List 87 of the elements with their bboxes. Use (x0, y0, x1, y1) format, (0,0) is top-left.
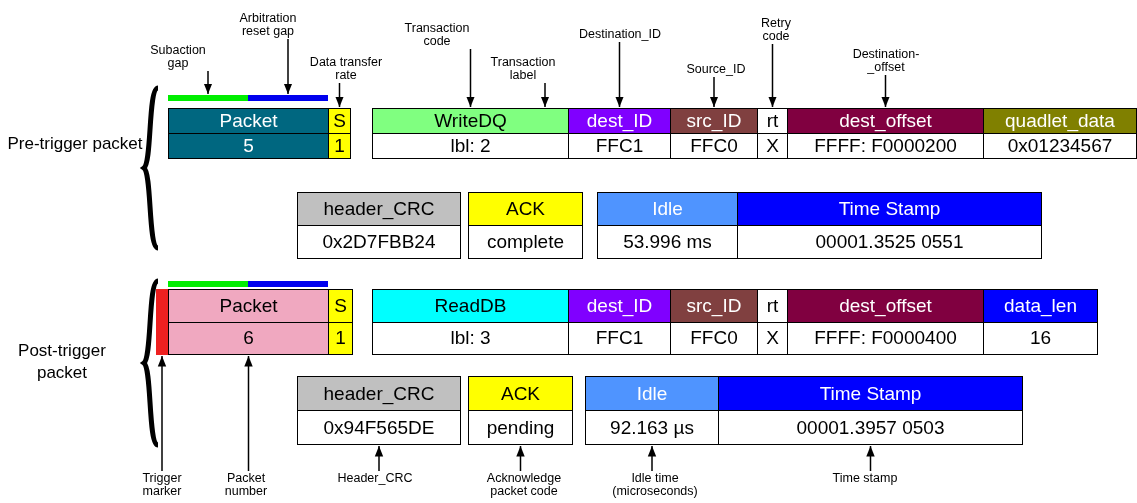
leader-line (283, 38, 293, 95)
packet-field (787, 289, 984, 355)
leader-line (540, 82, 550, 108)
group-label: Post-trigger packet (17, 340, 107, 384)
packet-field (372, 289, 569, 355)
callout-label: Idle time (microseconds) (605, 472, 705, 498)
field-name: quadlet_data (984, 109, 1136, 134)
leader-line (374, 445, 384, 472)
field-name: Packet (169, 109, 328, 134)
packet-field (168, 108, 329, 159)
leader-line (244, 355, 253, 472)
callout-label: Destination- _offset (836, 48, 936, 74)
callout-label: Time stamp (820, 472, 910, 485)
packet-field (468, 376, 573, 445)
marker-bar (156, 289, 168, 355)
field-name: dest_ID (569, 290, 670, 323)
packet-field (670, 289, 758, 355)
packet-field (670, 108, 758, 159)
field-value: 5 (169, 134, 328, 158)
marker-bar (168, 95, 248, 101)
field-name: header_CRC (298, 377, 460, 411)
field-name: dest_offset (788, 290, 983, 323)
packet-field (757, 108, 788, 159)
leader-line (203, 70, 213, 95)
leader-line (866, 445, 875, 472)
callout-label: Header_CRC (330, 472, 420, 485)
packet-field (983, 289, 1098, 355)
packet-field (757, 289, 788, 355)
field-name: ACK (469, 377, 572, 411)
field-name: Idle (586, 377, 718, 411)
field-name: ACK (469, 193, 582, 226)
field-value: 1 (329, 134, 350, 158)
group-label: Pre-trigger packet (6, 133, 144, 155)
callout-label: Destination_ID (565, 28, 675, 41)
field-name: WriteDQ (373, 109, 568, 134)
callout-label: Retry code (751, 17, 801, 43)
packet-field (297, 192, 461, 259)
packet-field (718, 376, 1023, 445)
callout-label: Subaction gap (149, 44, 207, 70)
packet-field (372, 108, 569, 159)
field-name: ReadDB (373, 290, 568, 323)
leader-line (516, 445, 525, 472)
packet-field (983, 108, 1137, 159)
marker-bar (168, 281, 248, 287)
field-name: dest_offset (788, 109, 983, 134)
leader-line (881, 74, 890, 108)
packet-field (597, 192, 738, 259)
packet-field (568, 289, 671, 355)
packet-field (787, 108, 984, 159)
field-name: Time Stamp (719, 377, 1022, 411)
field-name: Packet (169, 290, 328, 323)
callout-label: Source_ID (676, 63, 756, 76)
field-name: S (329, 109, 350, 134)
callout-label: Trigger marker (132, 472, 192, 498)
callout-label: Transaction label (487, 56, 559, 82)
packet-field (737, 192, 1042, 259)
field-name: header_CRC (298, 193, 460, 226)
callout-label: Packet number (216, 472, 276, 498)
packet-field (568, 108, 671, 159)
field-name: Idle (598, 193, 737, 226)
packet-field (328, 108, 351, 159)
packet-field (168, 289, 329, 355)
callout-label: Data transfer rate (298, 56, 394, 82)
field-value: 1 (329, 322, 352, 354)
field-value: 6 (169, 322, 328, 354)
callout-label: Acknowledge packet code (474, 472, 574, 498)
field-name: data_len (984, 290, 1097, 323)
leader-line (157, 355, 167, 472)
packet-field (585, 376, 719, 445)
leader-line (647, 445, 657, 472)
leader-line (615, 41, 624, 108)
field-name: S (329, 290, 352, 323)
field-name: src_ID (671, 290, 757, 323)
callout-label: Transaction code (392, 22, 482, 48)
leader-line (335, 82, 344, 108)
marker-bar (248, 281, 328, 287)
leader-line (709, 76, 719, 108)
packet-field (297, 376, 461, 445)
field-name: Time Stamp (738, 193, 1041, 226)
field-name: dest_ID (569, 109, 670, 134)
packet-field (328, 289, 353, 355)
packet-field (468, 192, 583, 259)
leader-line (466, 48, 475, 108)
marker-bar (248, 95, 328, 101)
callout-label: Arbitration reset gap (230, 12, 306, 38)
field-name: src_ID (671, 109, 757, 134)
leader-line (768, 43, 777, 108)
